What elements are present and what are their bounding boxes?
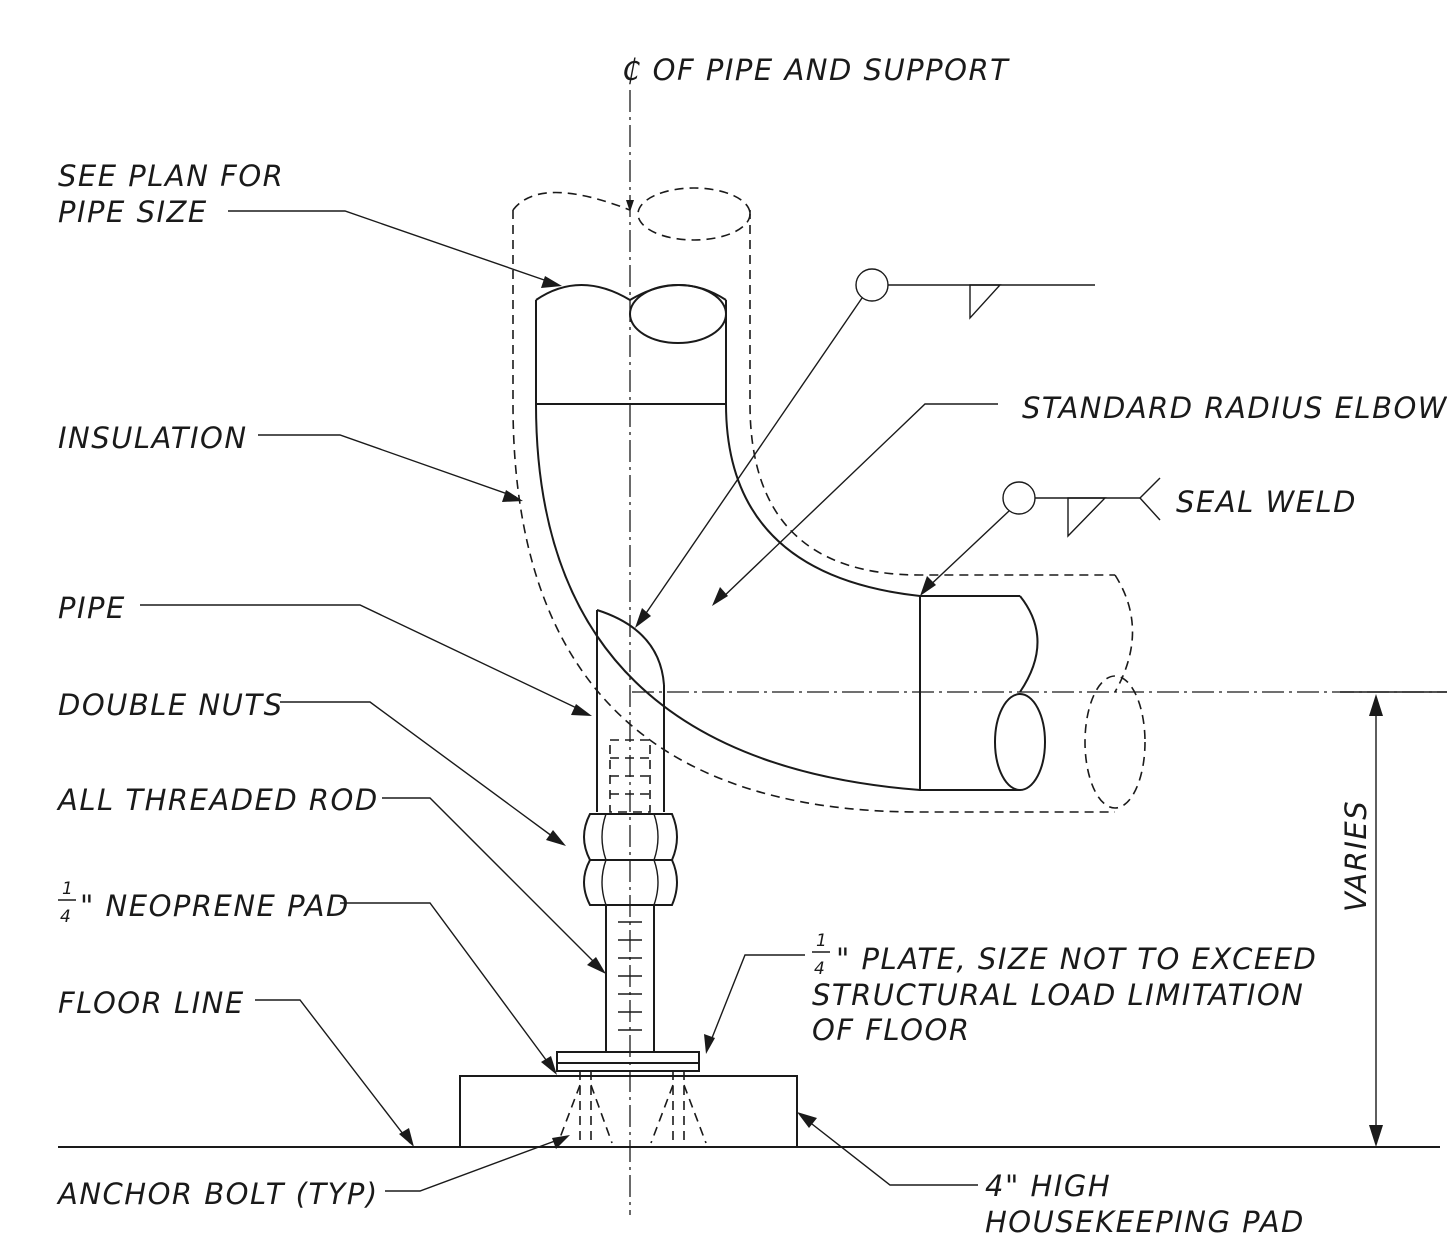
leader-insulation [258, 434, 523, 502]
plate-fraction-denominator: 4 [814, 959, 825, 979]
standard-radius-elbow [535, 284, 1046, 791]
weld-all-around-icon [855, 268, 889, 302]
elbow-label: STANDARD RADIUS ELBOW [1022, 391, 1447, 425]
leader-anchor-bolt [385, 1135, 570, 1192]
varies-label: VARIES [1339, 800, 1373, 912]
steel-plate [556, 1051, 700, 1064]
plate-label-line1: " PLATE, SIZE NOT TO EXCEED [836, 942, 1317, 976]
anchor-bolt-left [557, 1071, 613, 1144]
plate-label-line2: STRUCTURAL LOAD LIMITATION [812, 978, 1304, 1012]
weld-all-around-icon [1002, 481, 1036, 515]
fillet-weld-triangle-icon [1067, 497, 1107, 538]
leader-neoprene-pad [340, 902, 557, 1075]
varies-dimension [1340, 691, 1447, 1147]
fillet-weld-symbol-top [635, 268, 1095, 628]
neoprene-fraction-denominator: 4 [60, 907, 71, 927]
neoprene-pad [556, 1062, 700, 1072]
insulation-outline [512, 187, 1146, 813]
double-nuts [583, 813, 678, 906]
threaded-rod [605, 739, 655, 1052]
plate-fraction-numerator: 1 [816, 931, 827, 951]
leader-pipe-size [228, 210, 562, 288]
housekeeping-pad-label-line2: HOUSEKEEPING PAD [985, 1205, 1305, 1238]
double-nuts-label: DOUBLE NUTS [58, 688, 284, 722]
pipe-size-label-line2: PIPE SIZE [58, 195, 208, 229]
fillet-weld-triangle-icon [969, 284, 1002, 320]
insulation-label: INSULATION [58, 421, 248, 455]
leader-housekeeping-pad [797, 1112, 978, 1186]
pipe-size-label-line1: SEE PLAN FOR [58, 159, 284, 193]
leader-threaded-rod [382, 797, 606, 974]
dimension-arrow-up-icon [1369, 694, 1383, 716]
threaded-rod-label: ALL THREADED ROD [56, 783, 379, 817]
fillet-weld-symbol-seal [920, 477, 1161, 596]
leader-pipe [140, 604, 592, 716]
leader-plate [704, 954, 805, 1054]
centerline-label: ₵ OF PIPE AND SUPPORT [622, 53, 1010, 87]
leader-elbow [712, 403, 998, 606]
dimension-arrow-down-icon [1369, 1125, 1383, 1147]
housekeeping-pad-label-line1: 4" HIGH [985, 1169, 1111, 1203]
plate-label-line3: OF FLOOR [812, 1013, 970, 1047]
neoprene-pad-label: " NEOPRENE PAD [80, 889, 350, 923]
anchor-bolt-right [650, 1071, 707, 1144]
floor-line-label: FLOOR LINE [58, 986, 245, 1020]
leader-floor-line [255, 999, 414, 1147]
support-pipe-stand [596, 609, 665, 812]
seal-weld-label: SEAL WELD [1176, 485, 1357, 519]
centerline-arrow-icon [626, 200, 634, 212]
housekeeping-pad [459, 1075, 798, 1148]
pipe-label: PIPE [58, 591, 126, 625]
anchor-bolt-label: ANCHOR BOLT (TYP) [56, 1177, 379, 1211]
neoprene-fraction-numerator: 1 [62, 879, 73, 899]
leader-double-nuts [280, 701, 566, 846]
